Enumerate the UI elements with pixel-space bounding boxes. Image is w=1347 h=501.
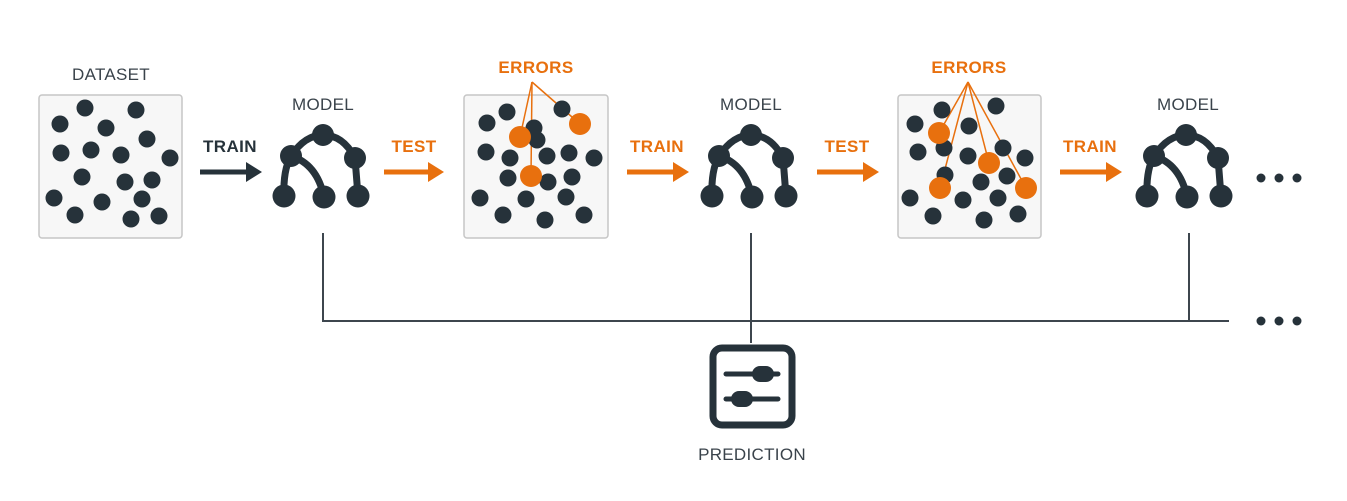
data-dot (906, 115, 924, 133)
error-dot (569, 113, 591, 135)
tree-model-icon (272, 124, 370, 209)
data-dot (127, 101, 145, 119)
train-label-3: TRAIN (1063, 137, 1117, 156)
data-dot (563, 168, 581, 186)
error-dot (509, 126, 531, 148)
data-dot (45, 189, 63, 207)
error-dot (978, 152, 1000, 174)
test-label-2: TEST (824, 137, 869, 156)
data-dot (471, 189, 489, 207)
data-dot (499, 169, 517, 187)
error-pointer-line (967, 81, 990, 164)
model-label-2: MODEL (720, 95, 782, 114)
data-dot (933, 101, 951, 119)
error-dot (1015, 177, 1037, 199)
data-dot (560, 144, 578, 162)
dataset-dots (45, 99, 179, 228)
data-dot (528, 131, 546, 149)
data-dot (960, 117, 978, 135)
data-dot (51, 115, 69, 133)
data-dot (97, 119, 115, 137)
errors-label-1: ERRORS (498, 58, 573, 77)
errors-dots-1 (471, 100, 603, 229)
data-dot (1016, 149, 1034, 167)
data-dot (517, 190, 535, 208)
tree-model-icon (1135, 124, 1233, 209)
error-dot (928, 122, 950, 144)
data-dot (553, 100, 571, 118)
data-dot (987, 97, 1005, 115)
data-dot (138, 130, 156, 148)
data-dot (901, 189, 919, 207)
ellipsis-icon (1256, 173, 1302, 183)
data-dot (122, 210, 140, 228)
data-dot (93, 193, 111, 211)
data-dot (150, 207, 168, 225)
data-dot (82, 141, 100, 159)
arrow-right-icon (1060, 162, 1122, 182)
data-dot (994, 139, 1012, 157)
error-dot (929, 177, 951, 199)
data-dot (557, 188, 575, 206)
data-dot (538, 147, 556, 165)
train-label-1: TRAIN (203, 137, 257, 156)
data-dot (66, 206, 84, 224)
tree-model-icon (700, 124, 798, 209)
errors-label-2: ERRORS (931, 58, 1006, 77)
data-dot (924, 207, 942, 225)
error-pointer-line (967, 81, 1027, 189)
data-dot (498, 103, 516, 121)
arrow-right-icon (200, 162, 262, 182)
ellipsis-icon (1256, 316, 1302, 326)
data-dot (909, 143, 927, 161)
model-label-3: MODEL (1157, 95, 1219, 114)
data-dot (76, 99, 94, 117)
sliders-icon (709, 344, 796, 429)
data-dot (975, 211, 993, 229)
data-dot (989, 189, 1007, 207)
data-dot (585, 149, 603, 167)
data-dot (972, 173, 990, 191)
train-label-2: TRAIN (630, 137, 684, 156)
data-dot (73, 168, 91, 186)
data-dot (1009, 205, 1027, 223)
arrow-right-icon (817, 162, 879, 182)
prediction-label: PREDICTION (698, 445, 806, 464)
data-dot (954, 191, 972, 209)
data-dot (133, 190, 151, 208)
data-dot (116, 173, 134, 191)
test-label-1: TEST (391, 137, 436, 156)
data-dot (539, 173, 557, 191)
data-dot (478, 114, 496, 132)
data-dot (575, 206, 593, 224)
error-dot (520, 165, 542, 187)
data-dot (494, 206, 512, 224)
model-label-1: MODEL (292, 95, 354, 114)
data-dot (959, 147, 977, 165)
data-dot (477, 143, 495, 161)
prediction-connectors (322, 233, 1229, 343)
data-dot (143, 171, 161, 189)
data-dot (998, 167, 1016, 185)
errors-dots-2 (901, 97, 1037, 229)
data-dot (536, 211, 554, 229)
data-dot (501, 149, 519, 167)
arrow-right-icon (627, 162, 689, 182)
data-dot (161, 149, 179, 167)
arrow-right-icon (384, 162, 444, 182)
data-dot (112, 146, 130, 164)
dataset-label: DATASET (72, 65, 150, 84)
data-dot (52, 144, 70, 162)
